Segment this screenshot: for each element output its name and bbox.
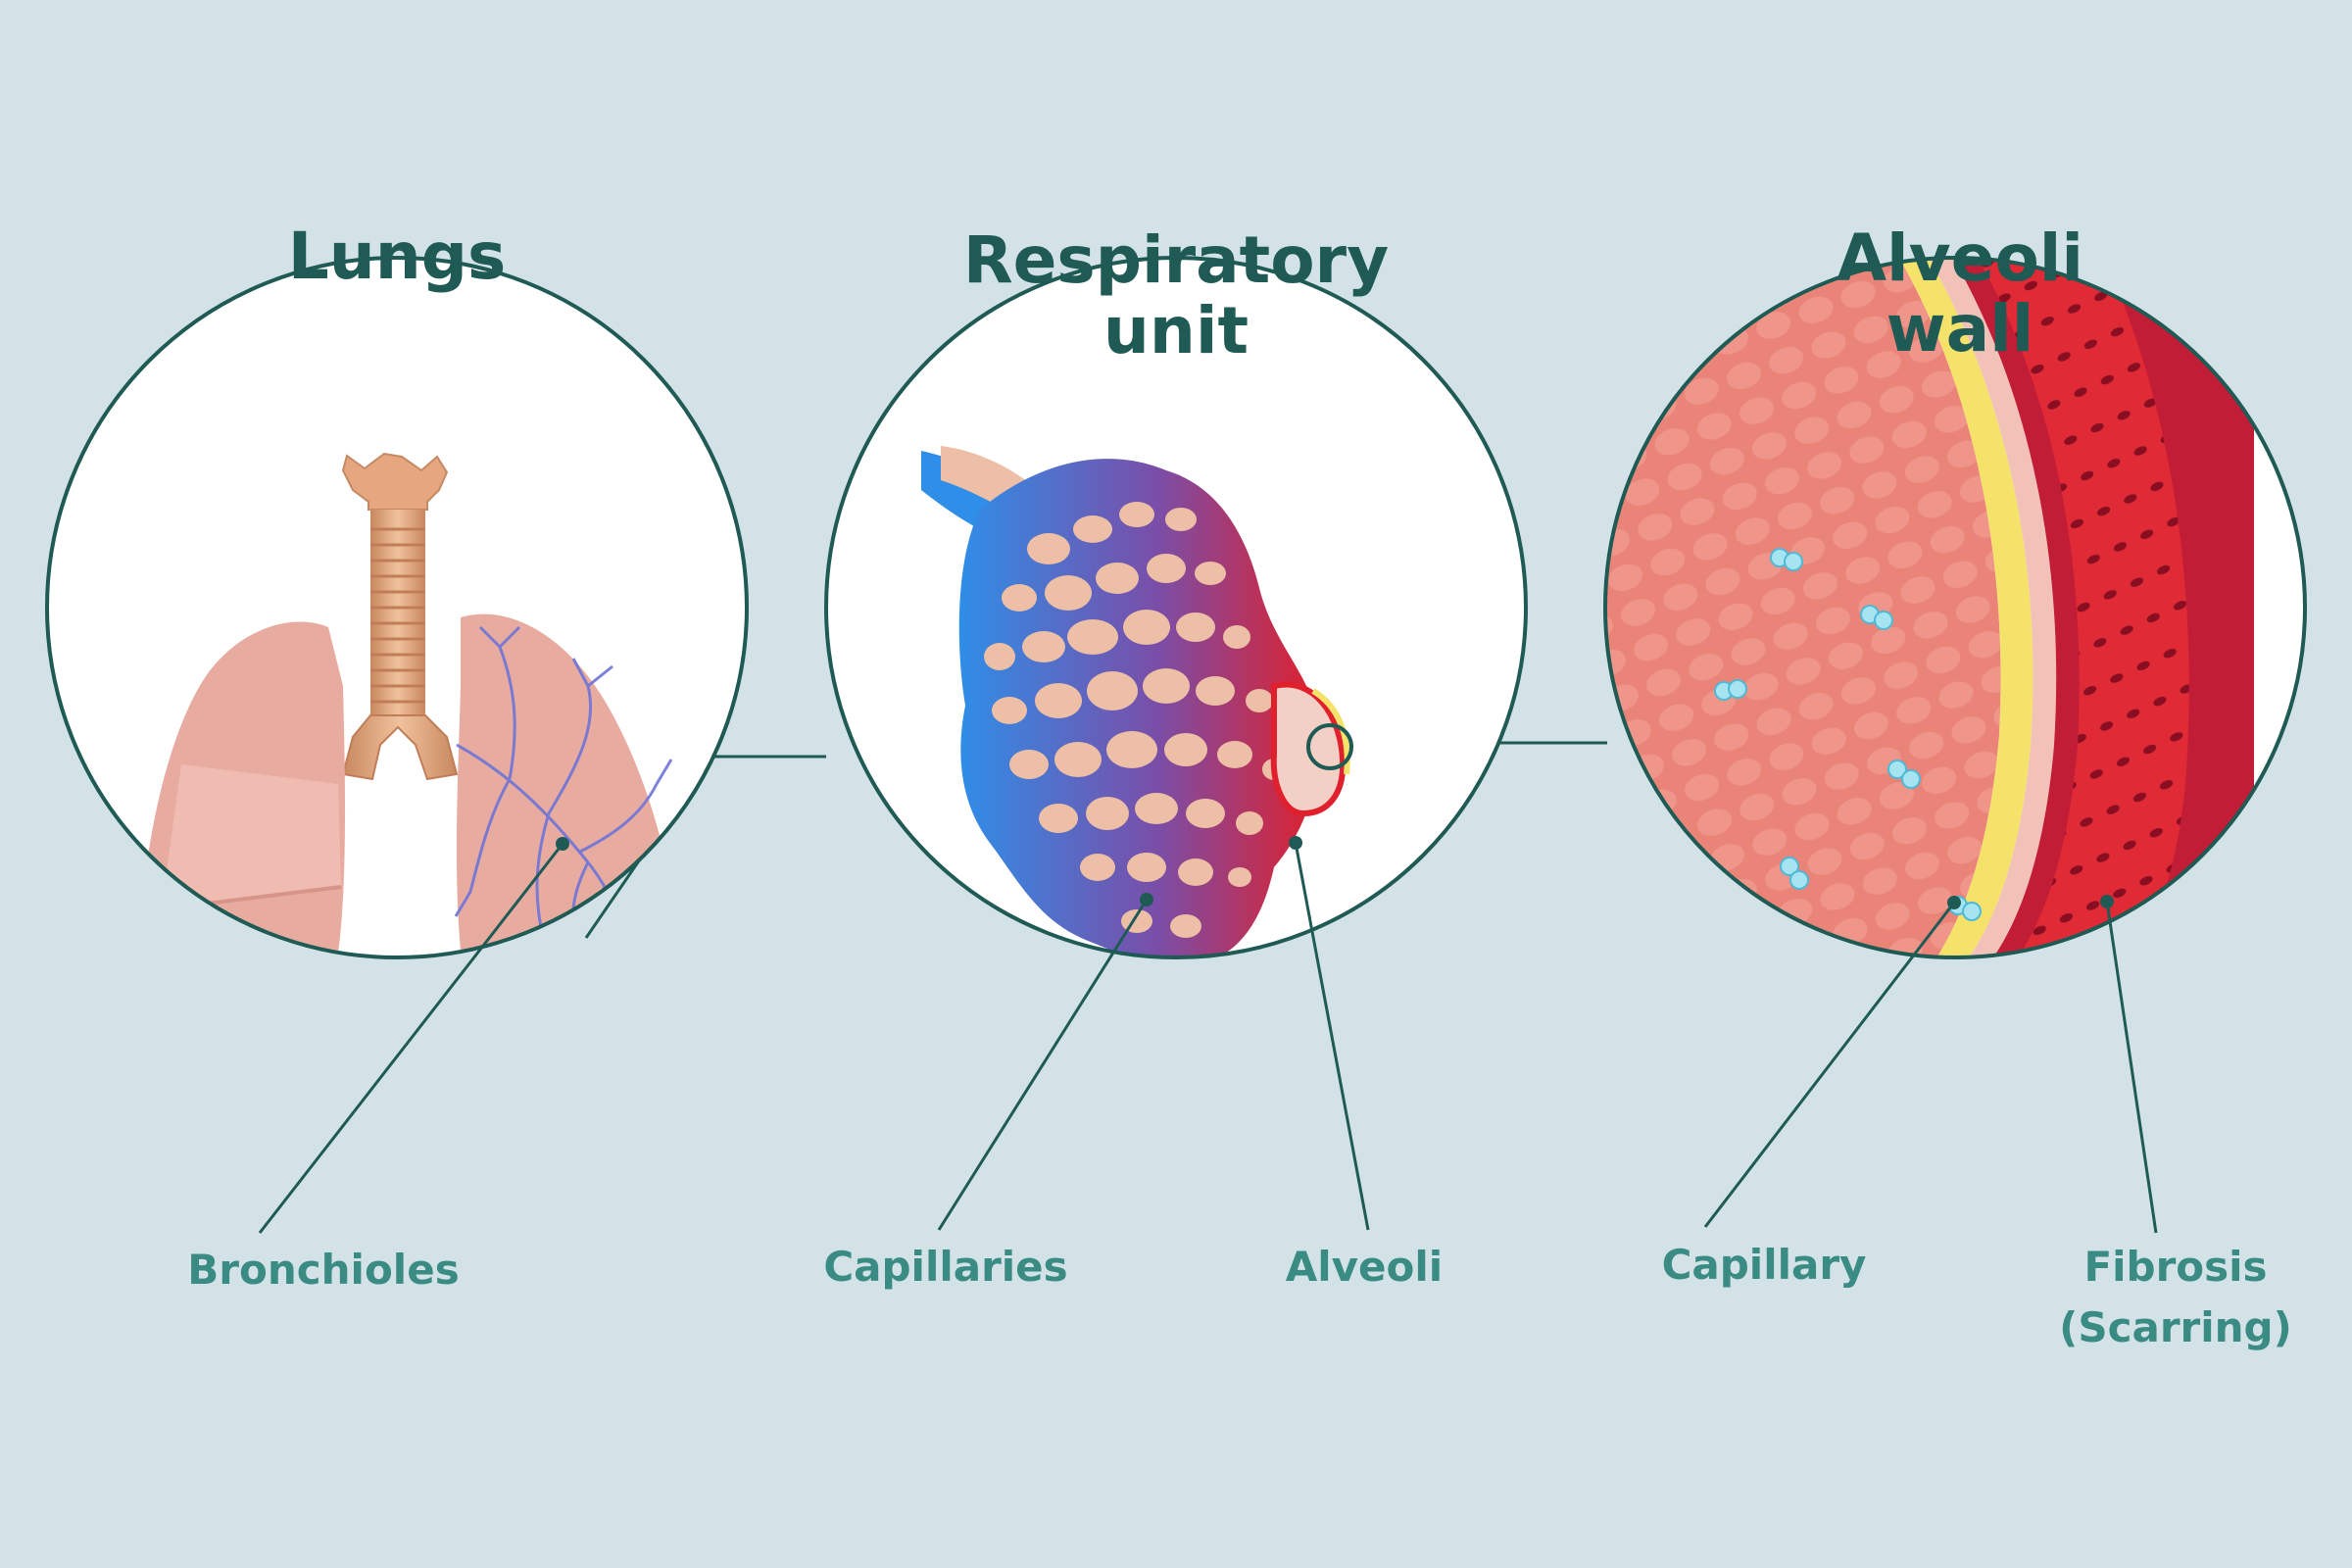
title-respiratory-unit: Respiratory unit bbox=[962, 222, 1390, 368]
label-capillary: Capillary bbox=[1661, 1241, 1867, 1289]
label-capillaries: Capillaries bbox=[823, 1243, 1068, 1291]
label-bronchioles: Bronchioles bbox=[187, 1246, 460, 1294]
leader-lines bbox=[258, 842, 2158, 1234]
respiratory-unit-illustration bbox=[921, 446, 1353, 957]
larynx-shape bbox=[341, 452, 449, 511]
label-alveoli: Alveoli bbox=[1285, 1243, 1444, 1291]
label-fibrosis-scarring: Fibrosis (Scarring) bbox=[2059, 1243, 2292, 1351]
zoom-ring-alveolus bbox=[1306, 723, 1353, 770]
title-alveoli-wall: Alveoli wall bbox=[1836, 220, 2084, 367]
fibrosis-layer-shape bbox=[1891, 258, 2034, 957]
alveolar-cells bbox=[984, 502, 1286, 938]
alveoli-wall-illustration bbox=[1605, 258, 2254, 957]
title-lungs: Lungs bbox=[287, 219, 507, 294]
